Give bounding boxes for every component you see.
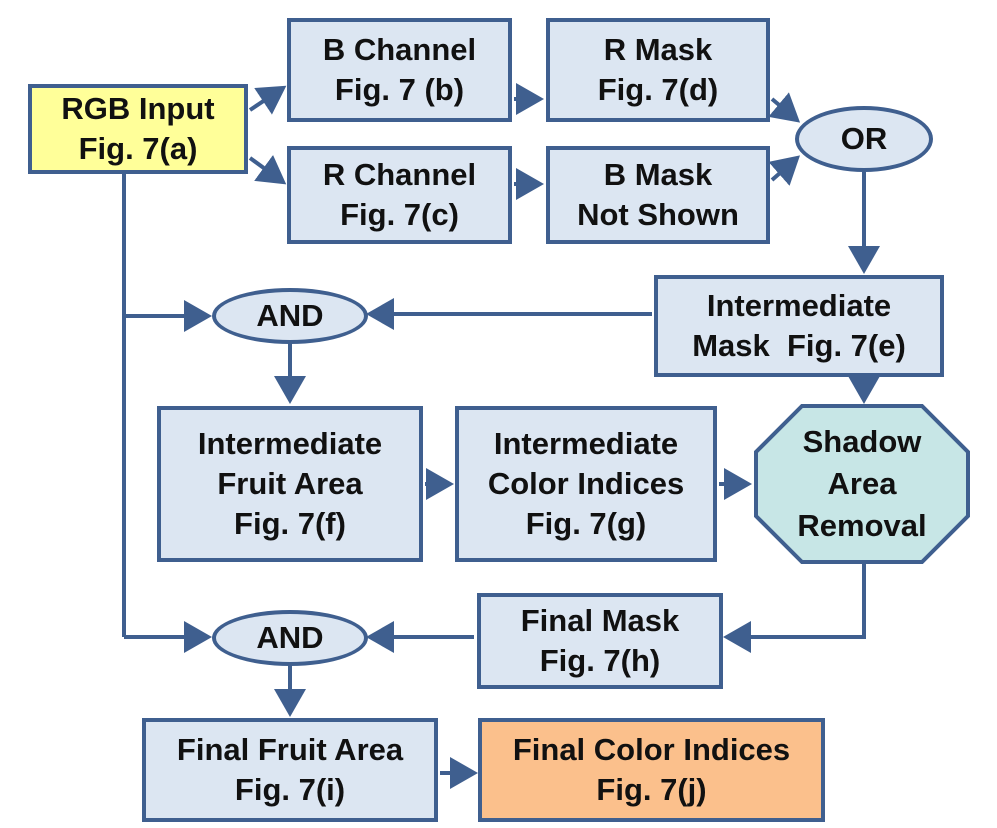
final-color-indices-line1: Final Color Indices bbox=[512, 731, 791, 767]
and-operator-1: AND bbox=[212, 288, 368, 344]
rgb-input-box: RGB Input Fig. 7(a) bbox=[28, 84, 248, 174]
final-fruit-area-line1: Final Fruit Area bbox=[176, 731, 404, 767]
final-fruit-area-line2: Fig. 7(i) bbox=[234, 772, 346, 807]
arrow-rgb-to-r-channel bbox=[248, 154, 287, 185]
intermediate-fruit-area-box: Intermediate Fruit Area Fig. 7(f) bbox=[157, 406, 423, 562]
intermediate-color-indices-box: Intermediate Color Indices Fig. 7(g) bbox=[455, 406, 717, 562]
final-fruit-area-box: Final Fruit Area Fig. 7(i) bbox=[142, 718, 438, 822]
shadow-line2: Area bbox=[827, 466, 897, 502]
r-channel-line1: R Channel bbox=[322, 156, 477, 192]
final-color-indices-line2: Fig. 7(j) bbox=[596, 772, 707, 807]
intermediate-color-indices-line3: Fig. 7(g) bbox=[525, 506, 647, 542]
arrow-r-mask-to-or bbox=[768, 92, 801, 123]
shadow-area-removal-label: Shadow Area Removal bbox=[756, 406, 968, 562]
final-color-indices-box: Final Color Indices Fig. 7(j) bbox=[478, 718, 825, 822]
final-mask-line1: Final Mask bbox=[520, 602, 680, 638]
intermediate-fruit-area-line2: Fruit Area bbox=[217, 465, 363, 501]
b-channel-box: B Channel Fig. 7 (b) bbox=[287, 18, 512, 122]
intermediate-color-indices-line1: Intermediate bbox=[493, 425, 679, 461]
and-1-label: AND bbox=[256, 297, 324, 333]
b-mask-box: B Mask Not Shown bbox=[546, 146, 770, 244]
intermediate-mask-line1: Intermediate bbox=[706, 287, 892, 323]
shadow-line3: Removal bbox=[797, 507, 927, 543]
or-operator: OR bbox=[795, 106, 933, 172]
intermediate-fruit-area-line1: Intermediate bbox=[197, 425, 383, 461]
arrow-b-mask-to-or bbox=[768, 155, 801, 186]
r-channel-box: R Channel Fig. 7(c) bbox=[287, 146, 512, 244]
final-mask-line2: Fig. 7(h) bbox=[539, 643, 661, 678]
and-2-label: AND bbox=[256, 619, 324, 655]
final-mask-box: Final Mask Fig. 7(h) bbox=[477, 593, 723, 689]
or-label: OR bbox=[840, 120, 888, 156]
intermediate-fruit-area-line3: Fig. 7(f) bbox=[234, 506, 346, 542]
shadow-area-removal-octagon bbox=[754, 404, 970, 564]
intermediate-color-indices-line2: Color Indices bbox=[487, 465, 685, 501]
shadow-line1: Shadow bbox=[802, 424, 922, 460]
r-channel-line2: Fig. 7(c) bbox=[340, 197, 459, 232]
arrow-rgb-to-b-channel bbox=[248, 85, 287, 115]
rgb-input-line1: RGB Input bbox=[61, 90, 215, 126]
and-operator-2: AND bbox=[212, 610, 368, 666]
intermediate-mask-line2: Mask Fig. 7(e) bbox=[692, 328, 906, 363]
intermediate-mask-box: Intermediate Mask Fig. 7(e) bbox=[654, 275, 944, 377]
b-channel-line2: Fig. 7 (b) bbox=[334, 72, 465, 107]
r-mask-box: R Mask Fig. 7(d) bbox=[546, 18, 770, 122]
r-mask-line1: R Mask bbox=[603, 31, 713, 67]
rgb-input-line2: Fig. 7(a) bbox=[78, 131, 198, 166]
arrow-shadow-to-final-mask bbox=[723, 560, 866, 653]
b-mask-line1: B Mask bbox=[603, 156, 713, 192]
b-mask-line2: Not Shown bbox=[577, 197, 739, 232]
b-channel-line1: B Channel bbox=[322, 31, 477, 67]
r-mask-line2: Fig. 7(d) bbox=[597, 72, 719, 107]
